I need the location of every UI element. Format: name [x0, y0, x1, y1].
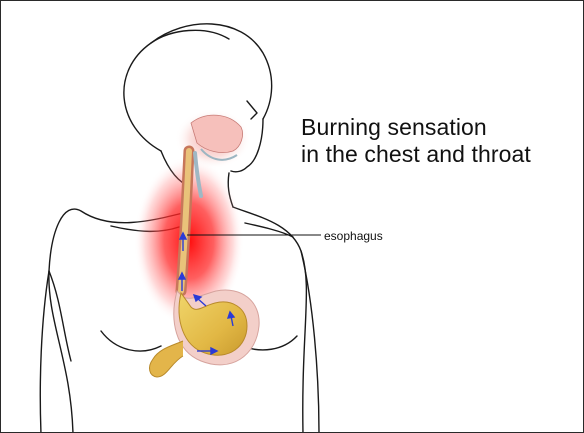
- esophagus-label: esophagus: [324, 229, 383, 243]
- symptom-caption: Burning sensation in the chest and throa…: [301, 114, 531, 168]
- caption-line-1: Burning sensation: [301, 114, 531, 141]
- caption-line-2: in the chest and throat: [301, 141, 531, 168]
